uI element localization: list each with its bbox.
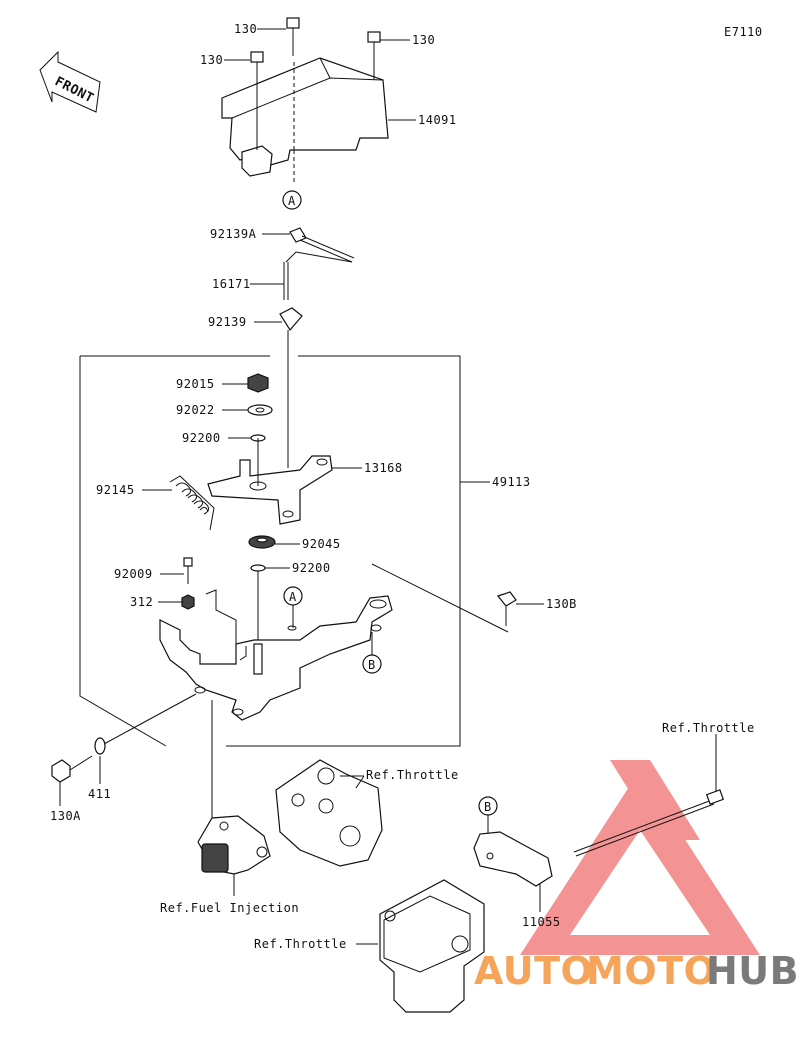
washer-92200-upper bbox=[228, 434, 266, 442]
label-92009: 92009 bbox=[114, 567, 153, 581]
long-bolt bbox=[573, 734, 725, 857]
svg-text:MOTO: MOTO bbox=[586, 949, 716, 993]
svg-text:A: A bbox=[288, 194, 296, 208]
label-411: 411 bbox=[88, 787, 111, 801]
bolt-130A bbox=[51, 755, 93, 806]
callout-a-lower: A bbox=[283, 586, 303, 628]
clip-92139A bbox=[262, 227, 307, 243]
label-92200-upper: 92200 bbox=[182, 431, 221, 445]
throttle-body-lower bbox=[356, 879, 485, 1013]
svg-text:HUB: HUB bbox=[706, 949, 799, 993]
label-14091: 14091 bbox=[418, 113, 457, 127]
rod-16171 bbox=[250, 235, 355, 300]
label-92045: 92045 bbox=[302, 537, 341, 551]
throttle-sensor bbox=[197, 815, 271, 896]
lever-13168 bbox=[207, 438, 362, 525]
label-92022: 92022 bbox=[176, 403, 215, 417]
clip-92139 bbox=[254, 307, 303, 468]
ref-fuel-injection: Ref.Fuel Injection bbox=[160, 901, 299, 915]
svg-text:B: B bbox=[484, 800, 492, 814]
washer-411 bbox=[94, 737, 106, 784]
washer-92022 bbox=[222, 404, 273, 416]
callout-b-mid: B bbox=[362, 632, 382, 674]
label-13168: 13168 bbox=[364, 461, 403, 475]
watermark-logo bbox=[520, 760, 760, 955]
nut-92015 bbox=[222, 373, 269, 393]
svg-text:B: B bbox=[368, 658, 376, 672]
bracket-14091 bbox=[221, 57, 389, 185]
assembly-frame-49113 bbox=[79, 355, 490, 747]
label-312: 312 bbox=[130, 595, 153, 609]
label-130-mid-left: 130 bbox=[200, 53, 223, 67]
spring-92145 bbox=[142, 475, 215, 531]
label-92200-lower: 92200 bbox=[292, 561, 331, 575]
bracket-plate bbox=[159, 589, 393, 721]
callout-a-upper: A bbox=[282, 190, 302, 210]
bolt-130-left bbox=[224, 51, 264, 150]
label-130A: 130A bbox=[50, 809, 81, 823]
label-92139A: 92139A bbox=[210, 227, 257, 241]
bolt-130-top bbox=[257, 17, 300, 56]
bolt-130B bbox=[371, 563, 544, 633]
label-130B: 130B bbox=[546, 597, 577, 611]
label-92145: 92145 bbox=[96, 483, 135, 497]
label-92015: 92015 bbox=[176, 377, 215, 391]
throttle-body-upper bbox=[275, 759, 383, 867]
label-16171: 16171 bbox=[212, 277, 251, 291]
screw-92009 bbox=[160, 557, 193, 584]
ref-throttle-bottom: Ref.Throttle bbox=[254, 937, 347, 951]
bracket-11055 bbox=[473, 831, 553, 912]
bolt-130-right bbox=[367, 31, 410, 80]
svg-text:A: A bbox=[289, 590, 297, 604]
bushing-92045 bbox=[248, 535, 300, 549]
front-arrow-icon: FRONT bbox=[39, 50, 101, 113]
svg-text:AUTO: AUTO bbox=[474, 949, 593, 993]
label-49113: 49113 bbox=[492, 475, 531, 489]
watermark-text: AUTO MOTO HUB bbox=[474, 949, 799, 993]
ref-throttle-mid: Ref.Throttle bbox=[366, 768, 459, 782]
label-130-top-right: 130 bbox=[412, 33, 435, 47]
label-11055: 11055 bbox=[522, 915, 561, 929]
ref-throttle-top: Ref.Throttle bbox=[662, 721, 755, 735]
nut-312 bbox=[158, 594, 195, 610]
diagram-code: E7110 bbox=[724, 25, 763, 39]
label-92139: 92139 bbox=[208, 315, 247, 329]
label-130-top-left: 130 bbox=[234, 22, 257, 36]
washer-92200-lower bbox=[250, 564, 290, 648]
